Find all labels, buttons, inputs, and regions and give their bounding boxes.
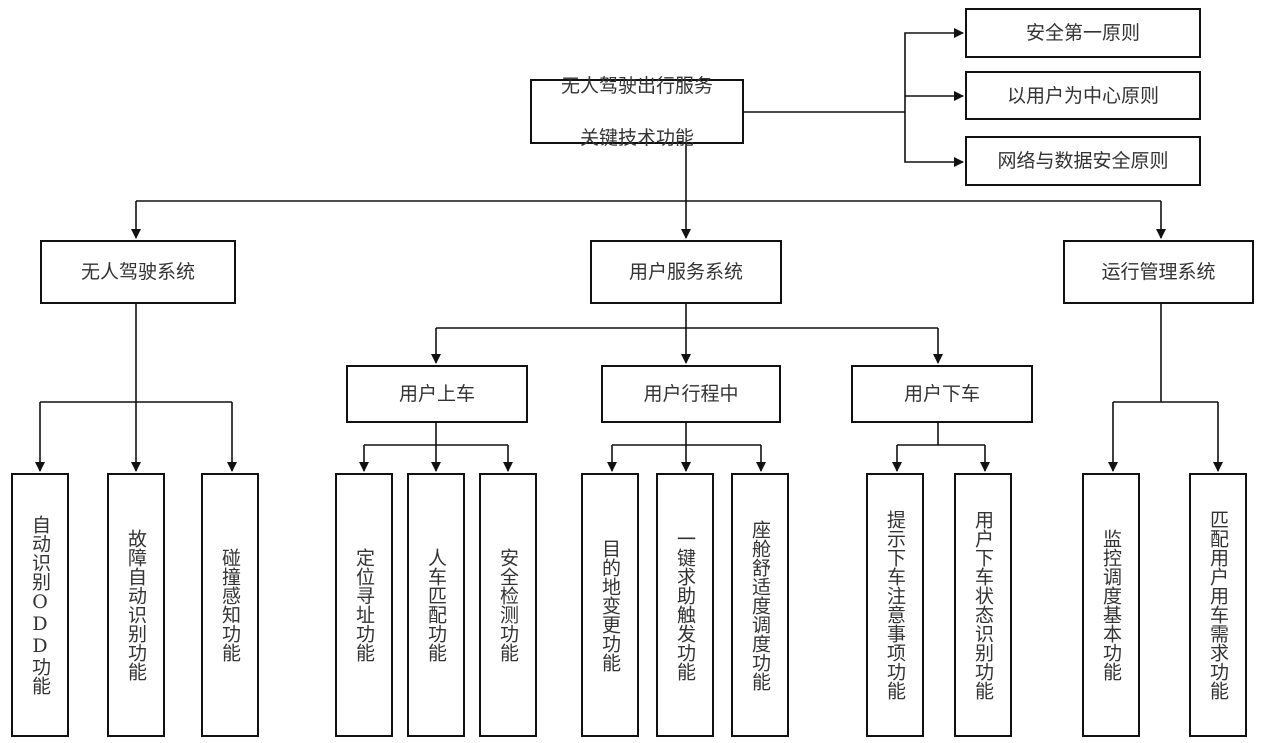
principle-network-data-security: 网络与数据安全原则 — [965, 136, 1201, 186]
leaf-label: 匹配用户用车需求功能 — [1207, 510, 1229, 700]
system-operation-management: 运行管理系统 — [1063, 240, 1254, 304]
system-autonomous-driving: 无人驾驶系统 — [40, 240, 236, 304]
stage-in-trip: 用户行程中 — [601, 365, 781, 423]
system-user-service: 用户服务系统 — [590, 240, 782, 304]
leaf-label: 自动识别ODD功能 — [29, 515, 51, 695]
system-label: 用户服务系统 — [628, 261, 743, 283]
stage-alighting: 用户下车 — [851, 365, 1033, 423]
principle-user-centered: 以用户为中心原则 — [965, 71, 1201, 120]
leaf-label: 故障自动识别功能 — [125, 529, 147, 681]
leaf-positioning-addressing: 定位寻址功能 — [335, 473, 393, 737]
connector-principle-3 — [904, 112, 964, 167]
stage-label: 用户行程中 — [643, 383, 739, 405]
leaf-cabin-comfort: 座舱舒适度调度功能 — [731, 473, 789, 737]
principle-label: 安全第一原则 — [1025, 22, 1140, 44]
leaf-destination-change: 目的地变更功能 — [581, 473, 639, 737]
principle-label: 网络与数据安全原则 — [997, 150, 1169, 172]
leaf-odd-recognition: 自动识别ODD功能 — [11, 473, 69, 737]
leaf-label: 座舱舒适度调度功能 — [749, 519, 771, 691]
leaf-monitoring-dispatch: 监控调度基本功能 — [1082, 473, 1140, 737]
principle-label: 以用户为中心原则 — [1006, 84, 1159, 107]
leaf-demand-matching: 匹配用户用车需求功能 — [1189, 473, 1247, 737]
leaf-label: 人车匹配功能 — [425, 548, 447, 662]
leaf-safety-check: 安全检测功能 — [479, 473, 537, 737]
leaf-label: 一键求助触发功能 — [674, 529, 696, 681]
root-node: 无人驾驶出行服务 关键技术功能 — [530, 75, 744, 149]
leaf-label: 碰撞感知功能 — [219, 548, 241, 662]
leaf-one-key-help: 一键求助触发功能 — [656, 473, 714, 737]
leaf-label: 提示下车注意事项功能 — [884, 510, 906, 700]
leaf-collision-sensing: 碰撞感知功能 — [201, 473, 259, 737]
stage-label: 用户上车 — [398, 383, 475, 405]
leaf-label: 用户下车状态识别功能 — [972, 510, 994, 700]
system-label: 无人驾驶系统 — [80, 261, 195, 283]
system-label: 运行管理系统 — [1101, 261, 1216, 283]
stage-boarding: 用户上车 — [346, 365, 528, 423]
leaf-label: 监控调度基本功能 — [1100, 529, 1122, 681]
root-title-line-2: 关键技术功能 — [579, 126, 694, 149]
connector-principle-1 — [904, 28, 964, 112]
leaf-person-vehicle-matching: 人车匹配功能 — [407, 473, 465, 737]
principle-safety-first: 安全第一原则 — [965, 8, 1201, 58]
leaf-fault-recognition: 故障自动识别功能 — [107, 473, 165, 737]
leaf-label: 目的地变更功能 — [599, 538, 621, 672]
stage-label: 用户下车 — [903, 383, 980, 405]
leaf-label: 定位寻址功能 — [353, 548, 375, 662]
leaf-label: 安全检测功能 — [497, 548, 519, 662]
leaf-alighting-reminder: 提示下车注意事项功能 — [866, 473, 924, 737]
leaf-alighting-status: 用户下车状态识别功能 — [954, 473, 1012, 737]
root-title-line-1: 无人驾驶出行服务 — [560, 74, 713, 97]
